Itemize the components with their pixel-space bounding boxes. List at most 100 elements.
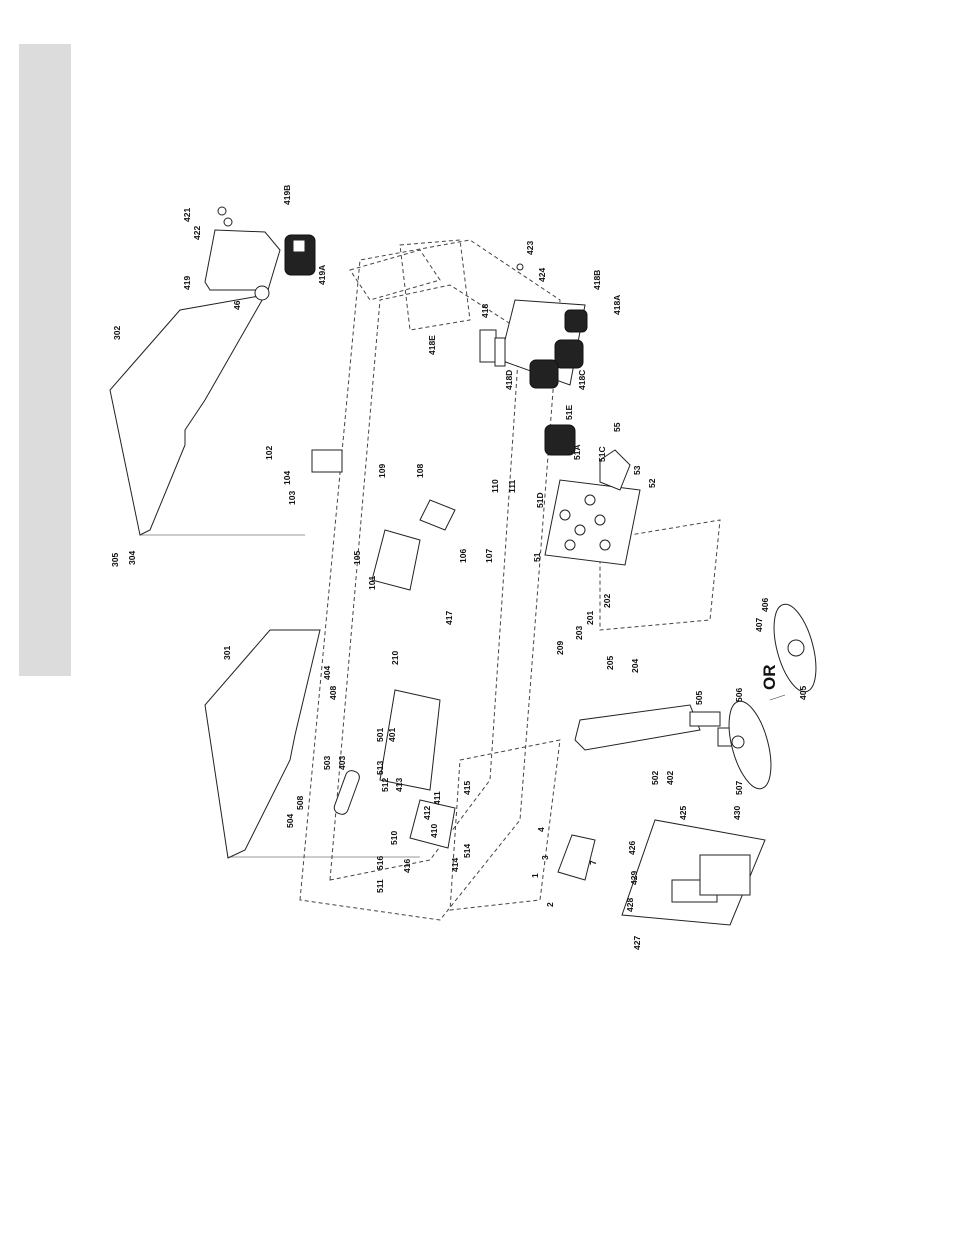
callout-label-305: 305	[110, 553, 120, 567]
callout-label-417: 417	[444, 611, 454, 625]
side-tab	[19, 44, 71, 676]
callout-label-406: 406	[760, 598, 770, 612]
callout-label-510: 510	[389, 831, 399, 845]
callout-label-412: 412	[422, 806, 432, 820]
callout-label-3: 3	[540, 855, 550, 860]
callout-label-7: 7	[588, 860, 598, 865]
or-label: OR	[760, 665, 779, 691]
callout-label-51c: 51C	[597, 446, 607, 462]
callout-label-419: 419	[182, 276, 192, 290]
callout-label-414: 414	[450, 858, 460, 872]
callout-label-4: 4	[536, 827, 546, 832]
bracket-101	[371, 529, 421, 591]
lever-1	[557, 834, 596, 881]
callout-label-407: 407	[754, 618, 764, 632]
callout-label-513: 513	[375, 761, 385, 775]
callout-label-402: 402	[665, 771, 675, 785]
cylinder-402	[574, 704, 741, 751]
callout-label-204: 204	[630, 659, 640, 673]
callout-label-2: 2	[545, 902, 555, 907]
callout-label-401: 401	[387, 728, 397, 742]
callout-label-404: 404	[322, 666, 332, 680]
callout-label-502: 502	[650, 771, 660, 785]
callout-label-51e: 51E	[564, 405, 574, 420]
callout-label-108: 108	[415, 464, 425, 478]
callout-label-104: 104	[282, 471, 292, 485]
callout-label-419a: 419A	[317, 265, 327, 285]
bracket-102	[311, 449, 343, 473]
plate-430	[621, 819, 766, 926]
callout-label-511: 511	[375, 879, 385, 893]
callout-label-301: 301	[222, 646, 232, 660]
callout-label-501: 501	[375, 728, 385, 742]
callout-label-430: 430	[732, 806, 742, 820]
callout-label-101: 101	[367, 576, 377, 590]
callout-label-209: 209	[555, 641, 565, 655]
callout-label-424: 424	[537, 268, 547, 282]
callout-label-46: 46	[232, 300, 242, 310]
callout-label-416: 416	[402, 859, 412, 873]
valve-419	[204, 206, 316, 301]
callout-label-403: 403	[337, 756, 347, 770]
callout-label-504: 504	[285, 814, 295, 828]
callout-label-1: 1	[530, 873, 540, 878]
plate-302	[109, 294, 266, 536]
callout-label-304: 304	[127, 551, 137, 565]
plate-301	[204, 629, 321, 859]
callout-label-512: 512	[380, 778, 390, 792]
callout-label-418b: 418B	[592, 270, 602, 290]
callout-label-410: 410	[429, 824, 439, 838]
callout-label-107: 107	[484, 549, 494, 563]
callout-label-203: 203	[574, 626, 584, 640]
callout-label-506: 506	[734, 688, 744, 702]
callout-label-53: 53	[632, 465, 642, 475]
foot-pad-507	[728, 700, 772, 790]
callout-label-102: 102	[264, 446, 274, 460]
callout-label-201: 201	[585, 611, 595, 625]
callout-label-418e: 418E	[427, 335, 437, 355]
callout-label-109: 109	[377, 464, 387, 478]
callout-label-405: 405	[798, 686, 808, 700]
callout-label-302: 302	[112, 326, 122, 340]
callout-label-205: 205	[605, 656, 615, 670]
valve-block-51	[544, 424, 641, 566]
callout-label-110: 110	[490, 479, 500, 493]
valve-block-418	[479, 263, 588, 389]
callout-label-505: 505	[694, 691, 704, 705]
callout-label-419b: 419B	[282, 185, 292, 205]
callout-label-426: 426	[627, 841, 637, 855]
bracket-108	[419, 499, 456, 531]
bracket-401	[379, 689, 441, 791]
callout-label-210: 210	[390, 651, 400, 665]
callout-label-508: 508	[295, 796, 305, 810]
callout-label-507: 507	[734, 781, 744, 795]
callout-label-427: 427	[632, 936, 642, 950]
callout-label-51d: 51D	[535, 492, 545, 508]
callout-label-51: 51	[532, 552, 542, 562]
pin-403	[333, 770, 360, 815]
callout-label-418: 418	[480, 304, 490, 318]
callout-label-422: 422	[192, 226, 202, 240]
callout-label-418a: 418A	[612, 295, 622, 315]
callout-label-103: 103	[287, 491, 297, 505]
callout-label-55: 55	[612, 422, 622, 432]
callout-label-425: 425	[678, 806, 688, 820]
callout-label-429: 429	[629, 871, 639, 885]
callout-label-423: 423	[525, 241, 535, 255]
callout-label-106: 106	[458, 549, 468, 563]
callout-label-202: 202	[602, 594, 612, 608]
callout-label-51a: 51A	[572, 444, 582, 460]
callout-label-514: 514	[462, 844, 472, 858]
callout-label-428: 428	[625, 898, 635, 912]
callout-label-52: 52	[647, 478, 657, 488]
callout-label-418d: 418D	[504, 370, 514, 390]
bracket-415	[409, 799, 456, 849]
callout-label-413: 413	[394, 778, 404, 792]
callout-label-415: 415	[462, 781, 472, 795]
callout-label-111: 111	[507, 479, 517, 493]
callout-label-418c: 418C	[577, 370, 587, 390]
callout-label-516: 516	[375, 856, 385, 870]
callout-label-421: 421	[182, 208, 192, 222]
